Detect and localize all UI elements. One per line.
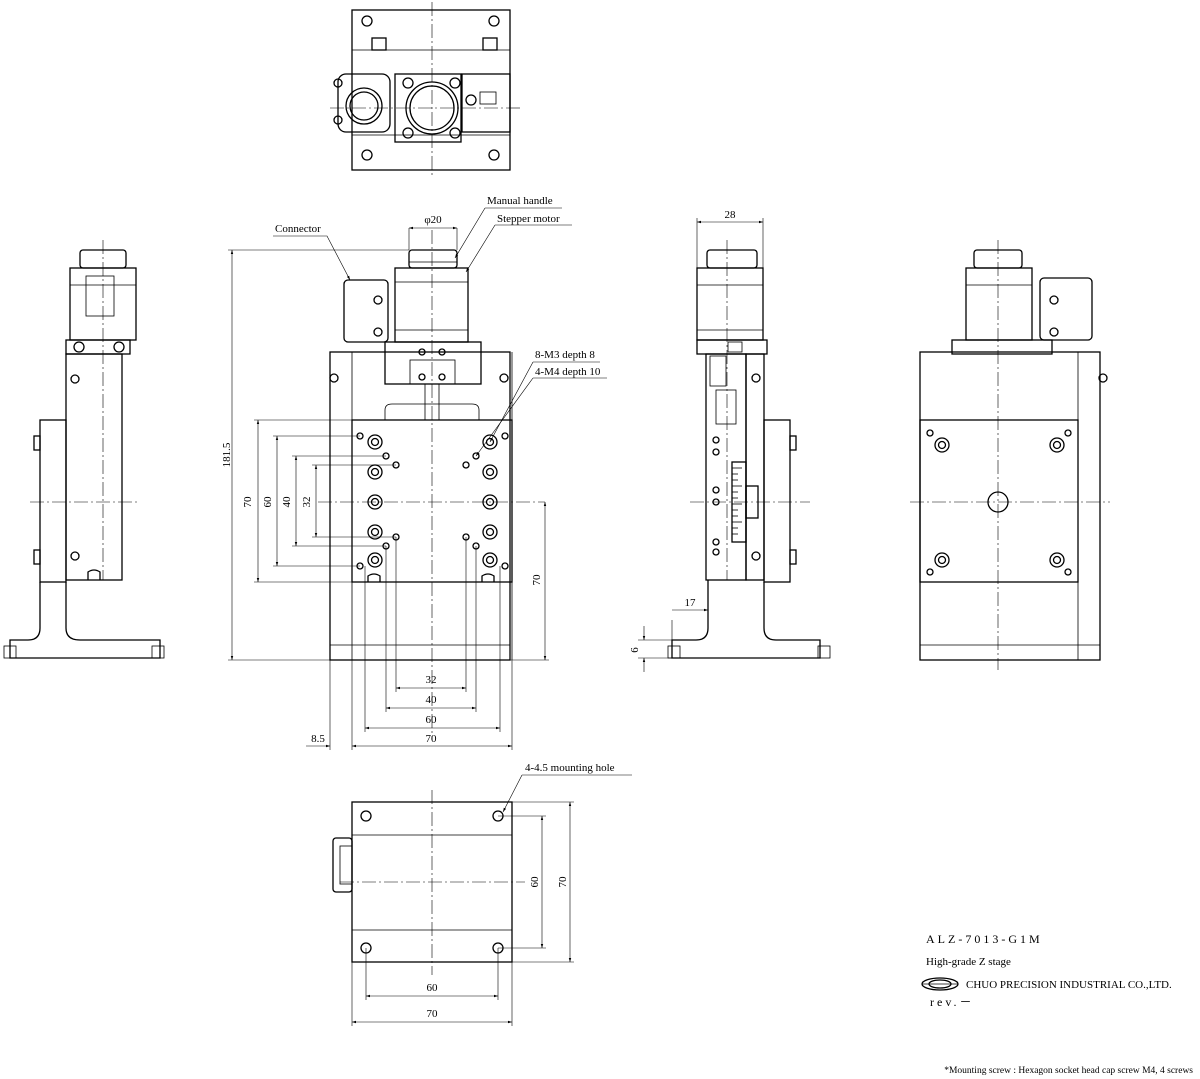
front-view: 181.5 70 60 40 32 70 32 40 60 70 8.5 φ20… <box>221 195 607 750</box>
dim-left-60: 60 <box>262 496 274 508</box>
top-view-holes <box>333 15 500 161</box>
dim-left-70: 70 <box>242 496 254 508</box>
dim-phi20: φ20 <box>424 214 442 226</box>
dim-side-17: 17 <box>685 597 697 609</box>
dim-base-h70: 70 <box>427 1008 439 1020</box>
rear-view <box>910 240 1110 670</box>
bottom-view: 4-4.5 mounting hole 60 70 60 70 <box>332 762 632 1026</box>
dim-height-total: 181.5 <box>221 442 233 467</box>
dim-side-6: 6 <box>629 647 641 653</box>
dim-side-28: 28 <box>725 209 737 221</box>
rear-view-holes <box>926 429 1072 576</box>
dim-base-v70: 70 <box>557 876 569 888</box>
dim-bottom-60: 60 <box>426 714 438 726</box>
dim-bottom-40: 40 <box>426 694 438 706</box>
front-view-table-holes <box>329 373 509 570</box>
left-side-view <box>3 240 165 659</box>
callout-stepper-motor: Stepper motor <box>497 213 560 225</box>
right-side-view: 28 17 6 <box>629 209 831 672</box>
title-block: ALZ-7013-G1M High-grade Z stage CHUO PRE… <box>921 932 1193 1076</box>
scale-ticks <box>732 467 742 535</box>
footnote: *Mounting screw : Hexagon socket head ca… <box>944 1066 1193 1076</box>
model-number: ALZ-7013-G1M <box>926 932 1043 946</box>
callout-mount-hole: 4-4.5 mounting hole <box>525 762 615 774</box>
callout-m4: 4-M4 depth 10 <box>535 366 601 378</box>
dim-left-40: 40 <box>281 496 293 508</box>
callout-connector: Connector <box>275 223 321 235</box>
dim-base-h60: 60 <box>427 982 439 994</box>
top-view <box>330 2 520 178</box>
company-logo-icon <box>921 977 959 991</box>
callout-m3: 8-M3 depth 8 <box>535 349 595 361</box>
product-description: High-grade Z stage <box>926 956 1011 968</box>
dim-bottom-32: 32 <box>426 674 437 686</box>
dim-left-32: 32 <box>301 497 313 508</box>
dim-bottom-70: 70 <box>426 733 438 745</box>
dim-offset-8-5: 8.5 <box>311 733 325 745</box>
dim-base-v60: 60 <box>529 876 541 888</box>
callout-manual-handle: Manual handle <box>487 195 553 207</box>
revision: rev.－ <box>930 995 975 1009</box>
dim-right-70: 70 <box>531 574 543 586</box>
company-name: CHUO PRECISION INDUSTRIAL CO.,LTD. <box>966 979 1172 991</box>
